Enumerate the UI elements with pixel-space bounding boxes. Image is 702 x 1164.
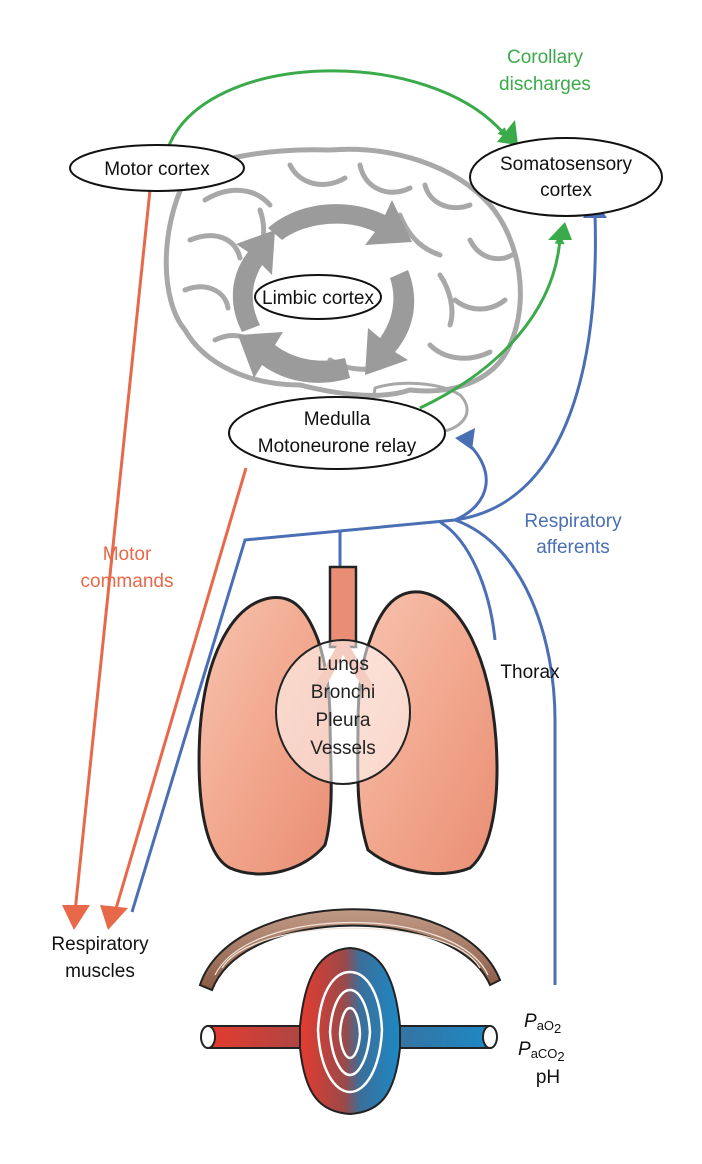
- ph-label: pH: [536, 1067, 560, 1088]
- lungs-list-item-2: Pleura: [316, 710, 371, 731]
- circulation-arrow-bottom: [238, 332, 350, 383]
- corollary-discharge-arrow: [166, 69, 508, 149]
- motor-command-arrowhead-2: [100, 905, 128, 930]
- motor-cortex-node: Motor cortex: [69, 144, 245, 192]
- afferent-arrowhead-medulla-green: [548, 222, 572, 240]
- brain-gyrus: [422, 182, 473, 211]
- diaphragm-stripe: [214, 922, 489, 976]
- circulation-arrow-left: [232, 230, 275, 332]
- afferent-trunk-to-medulla: [454, 436, 488, 522]
- respiratory-afferent-pathways: [130, 212, 597, 985]
- brain-gyrus: [187, 233, 243, 261]
- diaphragm-illustration: [198, 908, 502, 992]
- afferent-from-thorax: [439, 520, 497, 641]
- limbic-cortex-node: Limbic cortex: [254, 274, 382, 320]
- motor-cortex-label: Motor cortex: [104, 159, 210, 180]
- brain-gyrus: [427, 342, 493, 361]
- respiratory-muscles-label-line2: muscles: [65, 961, 135, 982]
- brain-gyrus: [357, 162, 413, 195]
- lungs-list-item-0: Lungs: [317, 654, 369, 675]
- vessel-left-end: [200, 1025, 216, 1049]
- capillary-loop: [338, 1006, 362, 1060]
- brain-gyrus: [202, 187, 273, 208]
- capillary-loop: [328, 988, 372, 1077]
- circulation-arrow-right: [365, 270, 415, 375]
- pao2-label: PaO2: [524, 1011, 561, 1036]
- medulla-node: Medulla Motoneurone relay: [228, 396, 446, 470]
- medulla-label-line1: Medulla: [304, 409, 371, 430]
- lungs-list-item-3: Vessels: [310, 738, 375, 759]
- circulation-arrow-top: [268, 200, 412, 245]
- limbic-circulation-arrows: [232, 200, 415, 383]
- thorax-label: Thorax: [500, 662, 560, 683]
- respiratory-afferents-label-line2: afferents: [536, 537, 610, 558]
- lungs-illustration: [197, 565, 499, 876]
- somatosensory-label-line1: Somatosensory: [500, 154, 633, 175]
- motor-commands-label-line1: Motor: [103, 544, 152, 565]
- lungs-list-item-1: Bronchi: [311, 682, 375, 703]
- diaphragm-stripe: [221, 927, 481, 969]
- brain-gyrus: [467, 237, 515, 262]
- respiratory-afferents-label-line1: Respiratory: [524, 511, 622, 532]
- medulla-label-line2: Motoneurone relay: [258, 436, 417, 457]
- afferent-from-blood: [454, 518, 557, 985]
- corollary-arrowhead: [497, 120, 518, 145]
- medulla-to-somatosensory-arrow: [419, 234, 565, 410]
- afferent-branch-left: [130, 518, 456, 913]
- motor-command-line-medulla: [113, 467, 248, 913]
- brain-gyrus: [452, 297, 508, 312]
- trachea: [328, 565, 358, 649]
- afferent-arrowhead-medulla: [455, 428, 475, 450]
- paco2-label: PaCO2: [518, 1039, 565, 1064]
- brain-gyrus: [287, 162, 348, 187]
- motor-command-line-cortex: [73, 189, 152, 913]
- corollary-label-line2: discharges: [499, 74, 591, 95]
- capillary-loop: [316, 970, 384, 1094]
- capillary-bed: [299, 946, 401, 1116]
- afferent-to-somatosensory: [454, 212, 597, 522]
- somatosensory-label-line2: cortex: [540, 180, 592, 201]
- brain-gyrus: [182, 284, 231, 311]
- respiratory-muscles-label-line1: Respiratory: [51, 934, 149, 955]
- lungs-highlight-ellipse: [275, 639, 411, 785]
- corollary-label-line1: Corollary: [507, 47, 584, 68]
- brain-gyrus: [437, 272, 455, 328]
- motor-commands-label-line2: commands: [81, 571, 174, 592]
- capillary-illustration: [200, 946, 498, 1116]
- vessel-right-end: [482, 1025, 498, 1049]
- limbic-cortex-label: Limbic cortex: [262, 288, 374, 309]
- somatosensory-cortex-node: Somatosensory cortex: [469, 137, 663, 217]
- brain-outline: [163, 146, 523, 398]
- brain-gyrus: [397, 212, 443, 258]
- motor-command-arrowhead-1: [62, 905, 90, 930]
